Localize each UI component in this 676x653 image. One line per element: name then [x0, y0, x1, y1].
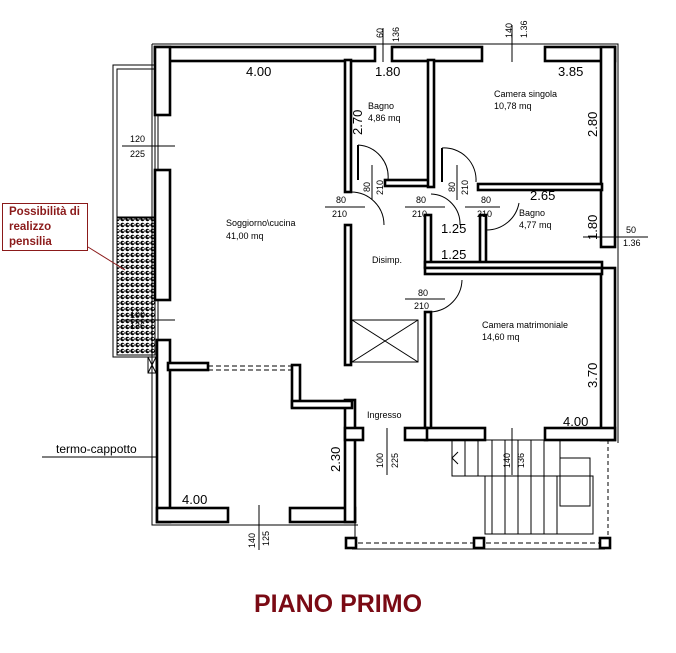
- walls: [153, 45, 617, 524]
- opening-top-bagno-width: 60: [375, 28, 385, 38]
- dim-lower-width: 4.00: [182, 492, 207, 507]
- door-matrimoniale-width: 80: [418, 288, 428, 298]
- dim-closet-top: 1.25: [441, 221, 466, 236]
- room-name-soggiorno: Soggiorno\cucina: [226, 218, 296, 228]
- room-name-bagno1: Bagno: [368, 101, 394, 111]
- opening-left-balcony-height: 136: [130, 321, 145, 331]
- dim-matrimoniale-width: 4.00: [563, 414, 588, 429]
- annotation-line-2: realizzo: [9, 221, 52, 233]
- room-name-disimpegno: Disimp.: [372, 255, 402, 265]
- opening-left-soggiorno-height: 225: [130, 149, 145, 159]
- opening-top-singola-height: 1.36: [519, 20, 529, 38]
- dim-bagno1-width: 1.80: [375, 64, 400, 79]
- dim-bagno2-width: 2.65: [530, 188, 555, 203]
- dim-bagno1-height: 2.70: [350, 110, 365, 135]
- opening-top-singola-width: 140: [504, 23, 514, 38]
- room-name-camera-matrimoniale: Camera matrimoniale: [482, 320, 568, 330]
- pensilina-annotation: Possibilità di realizzo pensilia: [2, 203, 88, 251]
- room-area-camera-singola: 10,78 mq: [494, 101, 532, 111]
- entrance-width: 100: [375, 453, 385, 468]
- annotation-line-1: Possibilità di: [9, 206, 80, 218]
- room-name-bagno2: Bagno: [519, 208, 545, 218]
- pensilina-hatch: [116, 217, 156, 356]
- opening-bottom-matrimoniale-width: 140: [502, 453, 512, 468]
- stairs: [344, 439, 612, 550]
- wall-insulation-label: termo-cappotto: [56, 442, 137, 456]
- door-soggiorno-height: 210: [332, 209, 347, 219]
- door-bagno1-height: 210: [375, 180, 385, 195]
- door-closet-height: 210: [412, 209, 427, 219]
- opening-bottom-lower-width: 140: [247, 533, 257, 548]
- opening-right-bagno-width: 50: [626, 225, 636, 235]
- door-singola-height: 210: [460, 180, 470, 195]
- annotation-leader: [87, 246, 126, 271]
- annotation-line-3: pensilia: [9, 236, 52, 248]
- room-name-ingresso: Ingresso: [367, 410, 402, 420]
- dim-singola-width: 3.85: [558, 64, 583, 79]
- dim-bagno2-height: 1.80: [585, 215, 600, 240]
- opening-left-soggiorno-width: 120: [130, 134, 145, 144]
- opening-right-bagno-height: 1.36: [623, 238, 641, 248]
- opening-bottom-matrimoniale-height: 136: [516, 453, 526, 468]
- door-closet-width: 80: [416, 195, 426, 205]
- opening-top-bagno-height: 136: [391, 27, 401, 42]
- plan-title: PIANO PRIMO: [253, 590, 423, 618]
- dim-soggiorno-width: 4.00: [246, 64, 271, 79]
- dim-lower-height: 2.30: [328, 447, 343, 472]
- room-name-camera-singola: Camera singola: [494, 89, 557, 99]
- door-bagno2-width: 80: [481, 195, 491, 205]
- door-singola-width: 80: [447, 182, 457, 192]
- stair-arrow-icon: [451, 451, 459, 465]
- elevator-shaft: [351, 319, 419, 363]
- entrance-height: 225: [390, 453, 400, 468]
- room-area-soggiorno: 41,00 mq: [226, 231, 264, 241]
- room-area-bagno1: 4,86 mq: [368, 113, 401, 123]
- dim-singola-height: 2.80: [585, 112, 600, 137]
- room-area-camera-matrimoniale: 14,60 mq: [482, 332, 520, 342]
- door-bagno1-width: 80: [362, 182, 372, 192]
- dimension-lines: [42, 25, 648, 550]
- opening-bottom-lower-height: 125: [261, 531, 271, 546]
- room-area-bagno2: 4,77 mq: [519, 220, 552, 230]
- opening-left-balcony-width: 100: [130, 310, 145, 320]
- door-matrimoniale-height: 210: [414, 301, 429, 311]
- dim-closet-bottom: 1.25: [441, 247, 466, 262]
- door-soggiorno-width: 80: [336, 195, 346, 205]
- door-bagno2-height: 210: [477, 209, 492, 219]
- door-swings: [350, 144, 520, 313]
- dim-matrimoniale-height: 3.70: [585, 363, 600, 388]
- left-balcony: [112, 64, 159, 374]
